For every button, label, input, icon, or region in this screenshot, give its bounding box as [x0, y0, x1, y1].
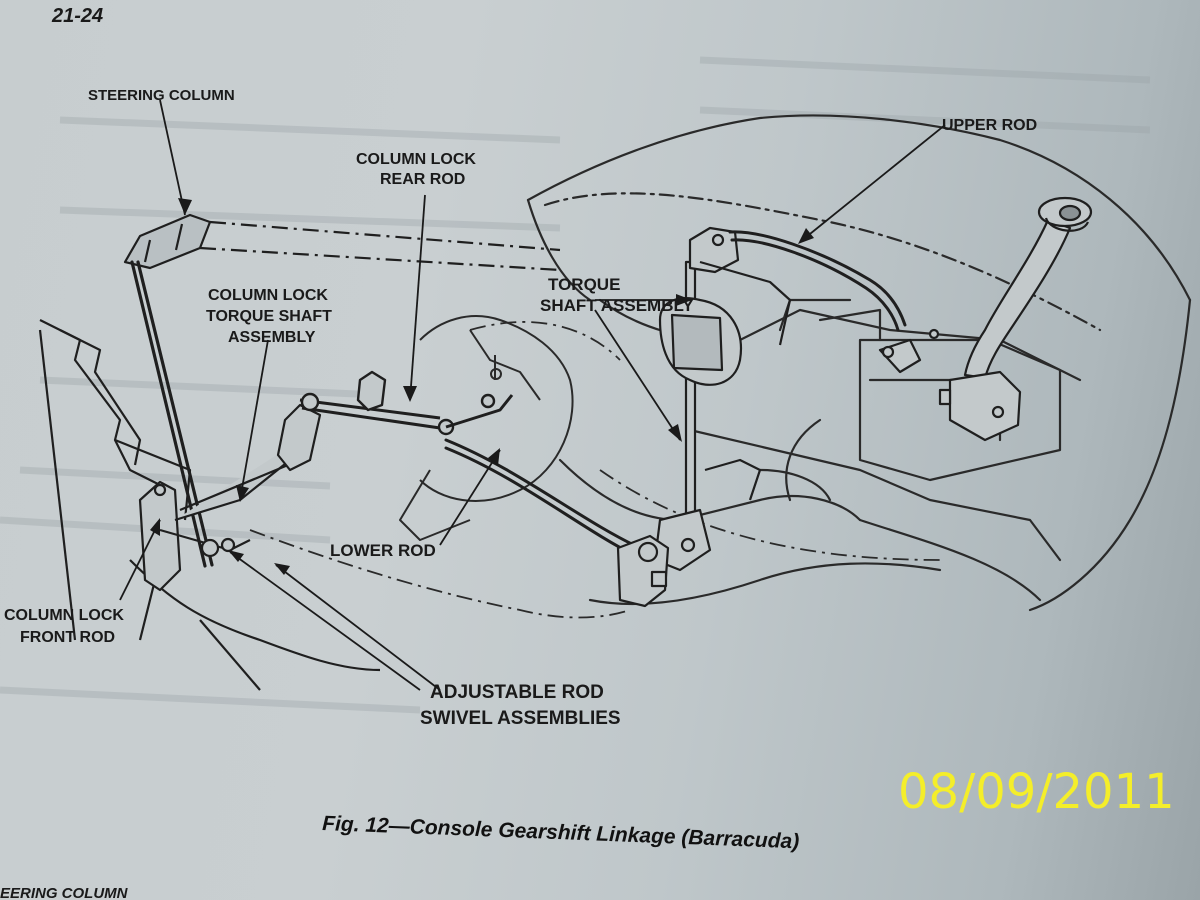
arrowheads	[150, 198, 814, 575]
label-column-lock-rear-rod-2: REAR ROD	[380, 171, 465, 188]
date-stamp: 08/09/2011	[898, 764, 1175, 820]
column-lock-rear-rod	[299, 370, 514, 436]
label-column-lock-rear-rod-1: COLUMN LOCK	[356, 151, 476, 168]
label-lower-rod: LOWER ROD	[330, 541, 436, 560]
transmission-housing	[399, 315, 574, 541]
callout-labels: STEERING COLUMN COLUMN LOCK REAR ROD UPP…	[4, 87, 1037, 729]
label-upper-rod: UPPER ROD	[942, 117, 1037, 134]
upper-rod	[728, 230, 907, 332]
label-torque-shaft-2: SHAFT ASSEMBLY	[540, 296, 694, 315]
footer-fragment: EERING COLUMN	[0, 885, 129, 900]
column-lock-torque-shaft	[138, 403, 322, 592]
label-column-lock-torque-2: TORQUE SHAFT	[206, 308, 332, 325]
label-steering-column: STEERING COLUMN	[88, 87, 235, 104]
figure-caption: Fig. 12—Console Gearshift Linkage (Barra…	[322, 812, 800, 853]
lower-rod	[444, 438, 642, 558]
console-outline	[526, 114, 1192, 612]
gearshift-lever	[878, 196, 1093, 442]
page-number: 21-24	[51, 5, 103, 27]
label-column-lock-front-2: FRONT ROD	[20, 629, 115, 646]
label-torque-shaft-1: TORQUE	[548, 275, 620, 294]
floor-pan-lines	[249, 321, 941, 619]
steering-column-sleeve	[123, 213, 561, 272]
label-column-lock-torque-3: ASSEMBLY	[228, 329, 316, 346]
label-column-lock-torque-1: COLUMN LOCK	[208, 287, 328, 304]
leader-lines	[119, 99, 946, 691]
label-column-lock-front-1: COLUMN LOCK	[4, 607, 124, 624]
label-adjustable-rod-2: SWIVEL ASSEMBLIES	[420, 708, 621, 729]
label-adjustable-rod-1: ADJUSTABLE ROD	[430, 682, 604, 703]
torque-shaft-assembly	[616, 226, 792, 608]
